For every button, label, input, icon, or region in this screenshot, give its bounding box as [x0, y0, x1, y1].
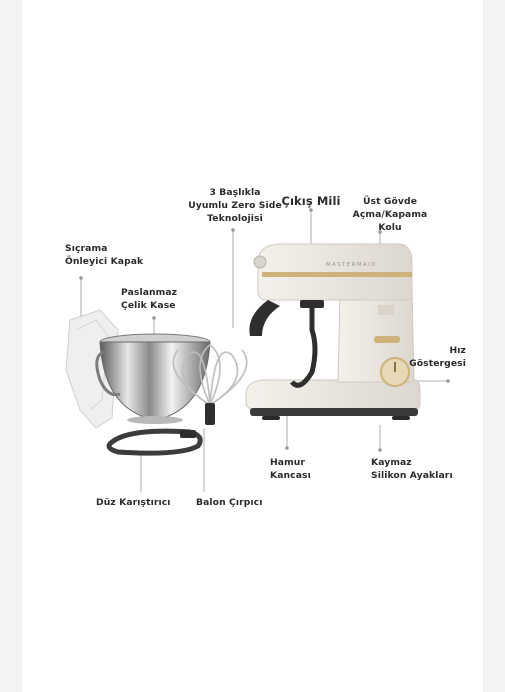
label-non-slip-feet: Kaymaz Silikon Ayakları: [371, 457, 453, 481]
label-output-shaft: Çıkış Mili: [281, 194, 341, 208]
label-upper-body-lever: Üst Gövde Açma/Kapama Kolu: [352, 196, 428, 233]
label-speed-indicator: Hız Göstergesi: [409, 345, 466, 369]
label-balloon-whisk: Balon Çırpıcı: [196, 497, 263, 508]
steel-bowl: [95, 333, 211, 424]
flat-beater: [106, 428, 203, 456]
balloon-whisk: [172, 343, 248, 425]
label-dough-hook: Hamur Kancası: [270, 457, 311, 481]
label-splash-lid: Sıçrama Önleyici Kapak: [65, 243, 144, 267]
mixer-body: [245, 243, 421, 420]
label-steel-bowl: Paslanmaz Çelik Kase: [121, 287, 178, 311]
label-three-head-tech: 3 Başlıkla Uyumlu Zero Side Teknolojisi: [188, 187, 282, 224]
label-flat-beater: Düz Karıştırıcı: [96, 497, 171, 508]
brand-mark: MASTERMAID: [326, 262, 377, 268]
